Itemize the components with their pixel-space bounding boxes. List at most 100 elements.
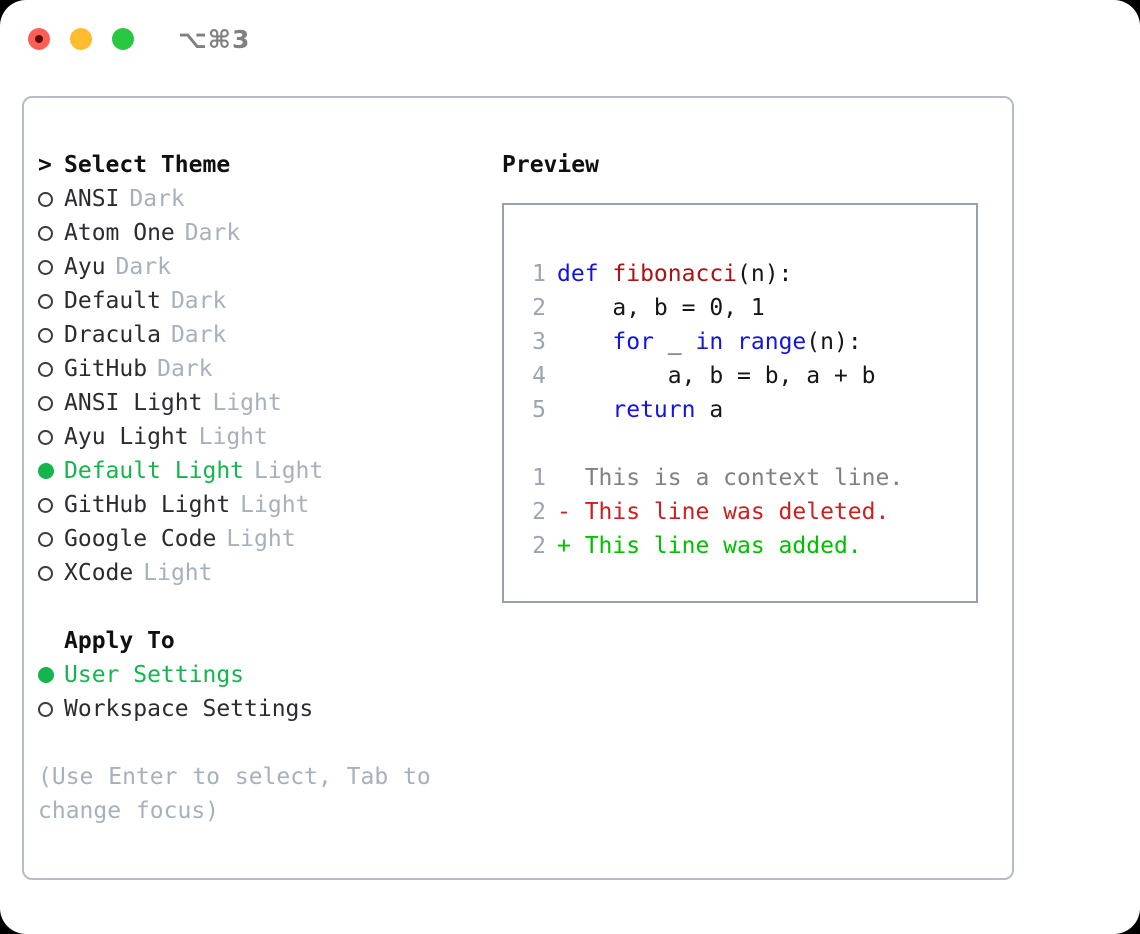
- select-theme-heading: > Select Theme: [38, 148, 488, 182]
- code-token-plain: a: [695, 397, 724, 423]
- code-line-text: a, b = b, a + b: [546, 359, 876, 393]
- code-line-text: - This line was deleted.: [546, 495, 889, 529]
- theme-item-label: GitHub Light: [64, 492, 231, 518]
- line-number: 1: [532, 261, 546, 287]
- code-line-text: for _ in range(n):: [546, 325, 861, 359]
- radio-empty-icon[interactable]: [38, 429, 64, 445]
- window-shortcut-label: ⌥⌘3: [178, 24, 251, 54]
- keyboard-hint-text: (Use Enter to select, Tab to change focu…: [38, 764, 431, 824]
- code-token-plain: a, b = b, a + b: [557, 363, 876, 389]
- theme-item-variant-tag: Light: [212, 390, 282, 416]
- line-number: 1: [532, 465, 546, 491]
- theme-item-label: Default: [64, 288, 161, 314]
- theme-item-label: ANSI Light: [64, 390, 203, 416]
- radio-empty-icon[interactable]: [38, 327, 64, 343]
- diff-line: 2+ This line was added.: [520, 529, 903, 563]
- apply-to-option-label: Workspace Settings: [64, 696, 314, 722]
- apply-to-option[interactable]: User Settings: [38, 658, 488, 692]
- code-line: 2 a, b = 0, 1: [520, 291, 903, 325]
- theme-item-variant-tag: Light: [143, 560, 213, 586]
- code-token-plain: [557, 329, 612, 355]
- radio-empty-icon[interactable]: [38, 191, 64, 207]
- radio-selected-icon[interactable]: [38, 667, 64, 683]
- radio-empty-icon[interactable]: [38, 225, 64, 241]
- theme-list-item[interactable]: Atom One Dark: [38, 216, 488, 250]
- theme-item-label: Atom One: [64, 220, 175, 246]
- maximize-button[interactable]: [112, 28, 134, 50]
- theme-list-item[interactable]: Ayu Light Light: [38, 420, 488, 454]
- code-line: 4 a, b = b, a + b: [520, 359, 903, 393]
- theme-list-item[interactable]: XCode Light: [38, 556, 488, 590]
- radio-dot: [38, 191, 53, 207]
- radio-empty-icon[interactable]: [38, 701, 64, 717]
- radio-dot: [38, 293, 53, 309]
- title-bar: ⌥⌘3: [0, 0, 1140, 78]
- code-blank-line: [520, 427, 903, 461]
- radio-empty-icon[interactable]: [38, 565, 64, 581]
- minimize-button[interactable]: [70, 28, 92, 50]
- code-token-plain: [723, 329, 737, 355]
- radio-empty-icon[interactable]: [38, 395, 64, 411]
- theme-item-label: Ayu Light: [64, 424, 189, 450]
- line-number: 2: [532, 295, 546, 321]
- line-number: 3: [532, 329, 546, 355]
- list-spacer: [38, 590, 488, 624]
- theme-item-variant-tag: Dark: [157, 356, 213, 382]
- code-token-plain: [557, 397, 612, 423]
- line-number: 5: [532, 397, 546, 423]
- diff-line: 2- This line was deleted.: [520, 495, 903, 529]
- radio-dot: [38, 565, 53, 581]
- code-token-kw: def: [557, 261, 613, 287]
- radio-empty-icon[interactable]: [38, 531, 64, 547]
- code-token-kw: return: [612, 397, 696, 423]
- radio-empty-icon[interactable]: [38, 361, 64, 377]
- caret-icon: >: [38, 152, 52, 178]
- radio-empty-icon[interactable]: [38, 293, 64, 309]
- apply-to-option[interactable]: Workspace Settings: [38, 692, 488, 726]
- code-token-kw: for: [612, 329, 654, 355]
- radio-dot: [38, 259, 53, 275]
- radio-empty-icon[interactable]: [38, 259, 64, 275]
- theme-item-label: ANSI: [64, 186, 120, 212]
- theme-list-item[interactable]: ANSI Light Light: [38, 386, 488, 420]
- radio-dot: [38, 225, 53, 241]
- apply-to-option-label: User Settings: [64, 662, 245, 688]
- theme-item-variant-tag: Dark: [170, 322, 227, 348]
- code-token-plain: a, b = 0, 1: [557, 295, 765, 321]
- close-button[interactable]: [28, 28, 50, 50]
- select-theme-heading-label: Select Theme: [64, 152, 231, 178]
- radio-selected-icon[interactable]: [38, 463, 64, 479]
- code-line-text: return a: [546, 393, 723, 427]
- preview-title: Preview: [502, 152, 599, 178]
- code-line-text: + This line was added.: [546, 529, 862, 563]
- radio-dot: [38, 429, 53, 445]
- code-token-kw: range: [737, 329, 807, 355]
- line-number: 4: [532, 363, 546, 389]
- radio-dot: [38, 361, 53, 377]
- apply-to-heading: Apply To: [64, 628, 175, 654]
- theme-item-variant-tag: Dark: [184, 220, 241, 246]
- code-token-del: - This line was deleted.: [557, 499, 890, 525]
- code-token-kw: in: [695, 329, 724, 355]
- radio-empty-icon[interactable]: [38, 497, 64, 513]
- theme-item-label: XCode: [64, 560, 134, 586]
- theme-item-label: Google Code: [64, 526, 217, 552]
- theme-item-variant-tag: Light: [198, 424, 268, 450]
